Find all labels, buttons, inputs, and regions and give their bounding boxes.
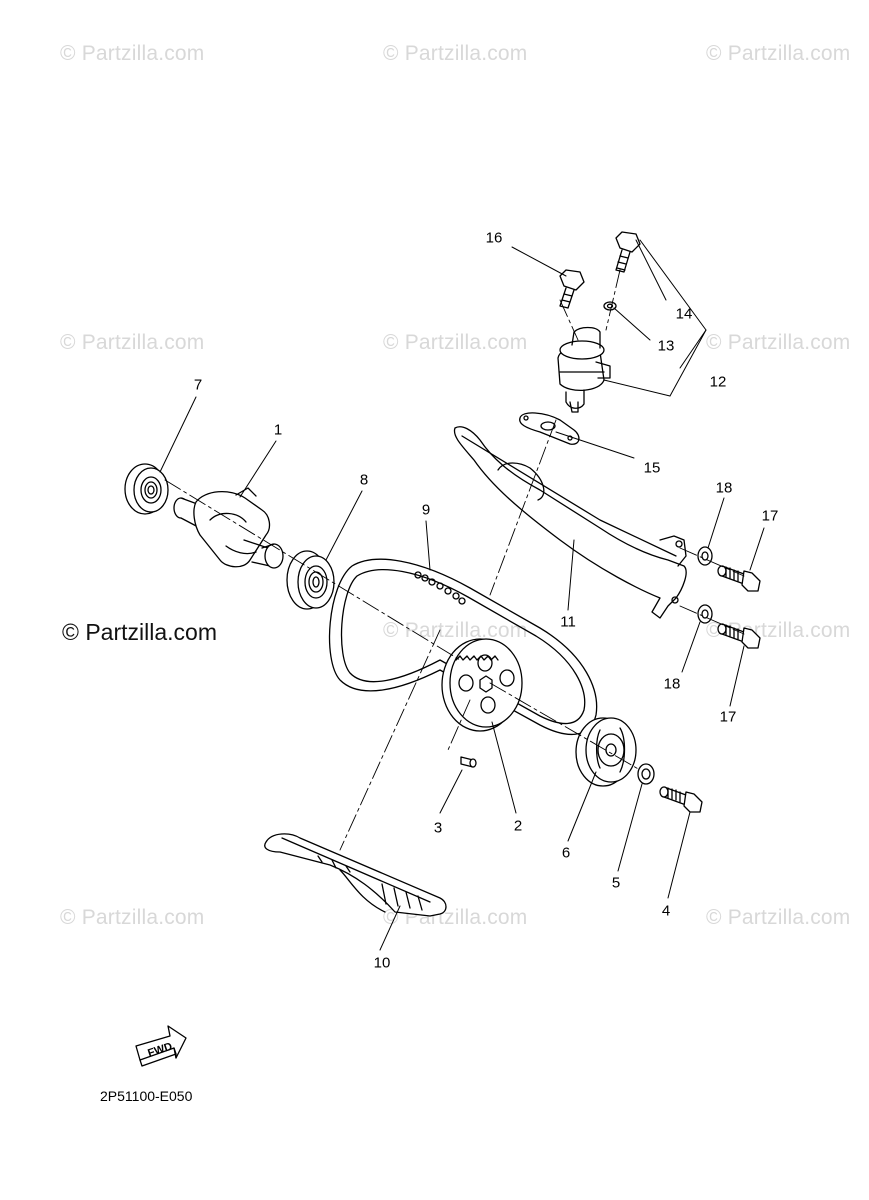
plate-part-6 [575,717,637,787]
tensioner-part-12 [557,326,611,413]
washer-part-18-lower [697,604,713,624]
callout-7: 7 [193,376,203,394]
watermark: © Partzilla.com [383,42,528,65]
callout-16: 16 [485,229,503,247]
watermark-prominent: © Partzilla.com [62,619,217,645]
bearing-part-8 [286,550,335,610]
callout-5: 5 [611,874,621,892]
watermark: © Partzilla.com [60,331,205,354]
centerlines [164,269,745,851]
cam-sprocket-part-2 [441,638,523,732]
callout-17-upper: 17 [761,507,779,525]
washer-part-18-upper [697,546,713,566]
callout-8: 8 [359,471,369,489]
callout-18-upper: 18 [715,479,733,497]
callout-3: 3 [433,819,443,837]
watermark: © Partzilla.com [60,42,205,65]
watermark: © Partzilla.com [383,331,528,354]
bolt-part-16 [559,269,585,309]
callout-4: 4 [661,902,671,920]
gasket-part-15 [519,412,580,445]
timing-chain-part-9 [328,558,598,736]
chain-guide-part-11 [453,426,687,619]
bearing-part-7 [124,463,169,515]
callout-9: 9 [421,501,431,519]
callout-15: 15 [643,459,661,477]
watermark: © Partzilla.com [60,906,205,929]
callout-6: 6 [561,844,571,862]
bolt-part-17-upper [717,565,761,592]
diagram-code: 2P51100-E050 [100,1088,193,1104]
callout-18-lower: 18 [663,675,681,693]
dowel-pin-part-3 [460,756,477,768]
callout-1: 1 [273,421,283,439]
callout-17-lower: 17 [719,708,737,726]
washer-part-5 [637,763,655,785]
callout-11: 11 [560,613,576,631]
watermark: © Partzilla.com [383,619,528,642]
callout-14: 14 [675,305,693,323]
leader-lines [159,239,765,951]
bolt-part-14 [615,231,641,273]
callout-2: 2 [513,817,523,835]
bolt-part-4 [659,786,703,813]
bolt-part-17-lower [717,623,761,649]
fwd-arrow-icon [135,1025,187,1067]
washer-part-13 [603,301,617,311]
camshaft-part-1 [173,487,284,569]
callout-10: 10 [373,954,391,972]
watermark: © Partzilla.com [706,42,851,65]
chain-guide-part-10 [264,833,447,917]
callout-12: 12 [709,373,727,391]
callout-13: 13 [657,337,675,355]
watermark: © Partzilla.com [706,331,851,354]
watermark: © Partzilla.com [706,906,851,929]
